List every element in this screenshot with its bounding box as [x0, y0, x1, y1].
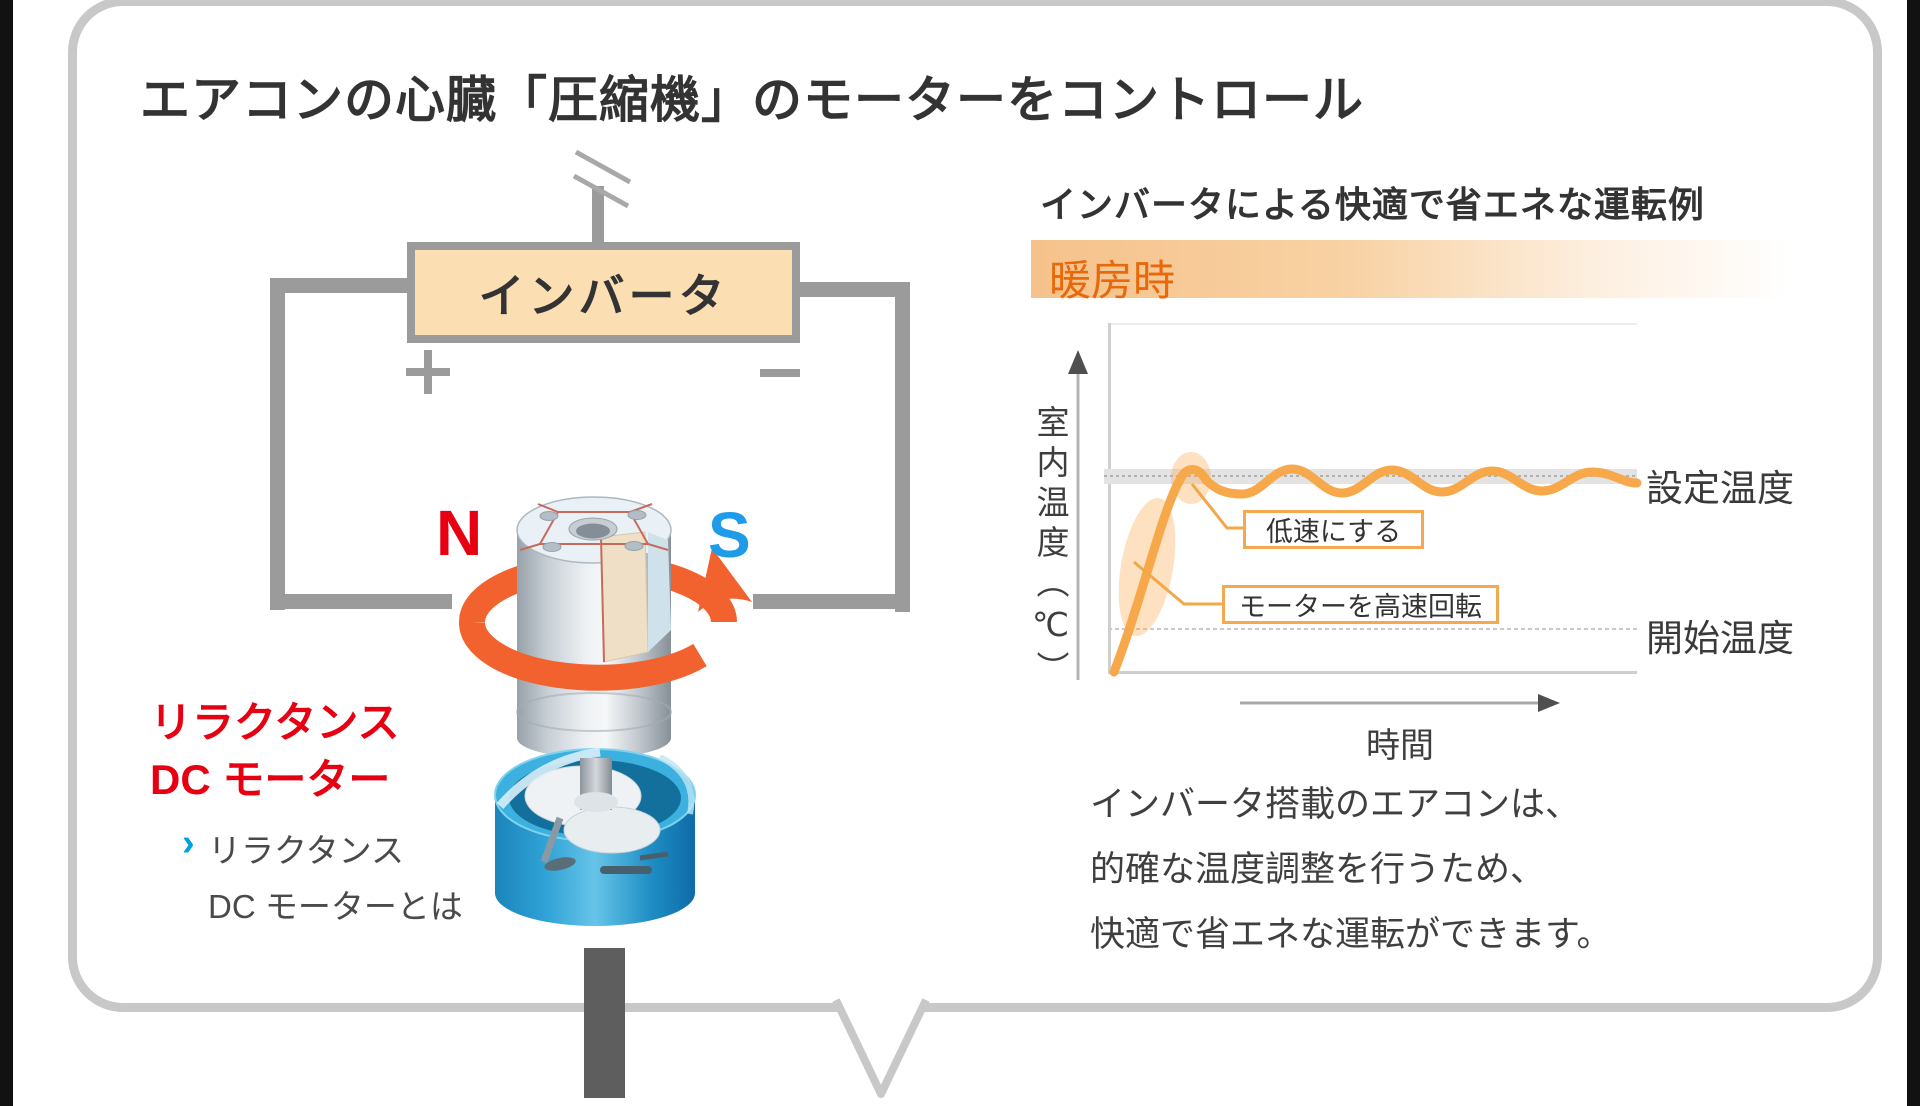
motor-name-line1: リラクタンス — [150, 699, 400, 746]
start-temp-label: 開始温度 — [1646, 618, 1794, 659]
inverter-label: インバータ — [478, 269, 729, 322]
speech-bubble-tail — [832, 998, 930, 1098]
chart-graphics — [1068, 323, 1642, 712]
right-edge-strip — [1907, 0, 1920, 1106]
speech-bubble — [68, 0, 1882, 1012]
heating-mode-bar: 暖房時 — [1031, 240, 1831, 304]
description-line1: インバータ搭載のエアコンは、 — [1090, 785, 1581, 824]
chart-header: インバータによる快適で省エネな運転例 — [1040, 184, 1705, 225]
circuit-wires — [270, 186, 910, 612]
callout-low-speed: 低速にする — [1243, 510, 1424, 549]
power-lead-stem — [592, 186, 604, 244]
compressor-illustration — [494, 747, 696, 926]
callout-high-speed: モーターを高速回転 — [1222, 585, 1499, 624]
chevron-right-icon: › — [182, 822, 195, 864]
x-axis-label: 時間 — [1366, 727, 1434, 765]
y-axis-label: 室内温度（℃） — [1032, 405, 1069, 691]
page-title: エアコンの心臓「圧縮機」のモーターをコントロール — [140, 72, 1364, 128]
chart-description: インバータ搭載のエアコンは、 的確な温度調整を行うため、 快適で省エネな運転がで… — [1090, 772, 1612, 967]
rotation-arrow-head — [698, 548, 752, 612]
pole-n-label: N — [436, 497, 483, 569]
temperature-curve — [1109, 464, 1642, 677]
plot-left-border — [1108, 323, 1111, 674]
rotation-arrow-front — [459, 621, 707, 691]
inverter-box: インバータ — [407, 242, 800, 343]
motor-name-line2: DC モーター — [150, 756, 391, 803]
description-line2: 的確な温度調整を行うため、 — [1090, 850, 1546, 889]
minus-symbol — [760, 369, 800, 377]
motor-illustration — [459, 496, 752, 1098]
plot-bottom-border — [1108, 671, 1637, 674]
drive-shaft-bar — [584, 948, 625, 1098]
x-axis-arrowhead — [1538, 694, 1560, 712]
motor-info-link-line1[interactable]: リラクタンス — [208, 832, 405, 869]
motor-info-link-line2[interactable]: DC モーターとは — [208, 888, 463, 925]
motor-name-label: リラクタンス DC モーター — [150, 694, 399, 808]
set-temp-label: 設定温度 — [1646, 468, 1794, 509]
callout-high-speed-text: モーターを高速回転 — [1239, 592, 1482, 622]
y-axis-arrowhead — [1068, 350, 1088, 374]
left-edge-strip — [0, 0, 13, 1106]
pole-s-label: S — [708, 499, 751, 571]
heating-mode-label: 暖房時 — [1049, 257, 1176, 304]
power-break-icon — [572, 149, 632, 209]
plus-symbol — [406, 350, 450, 394]
callout-low-speed-text: 低速にする — [1265, 517, 1402, 547]
description-line3: 快適で省エネな運転ができます。 — [1090, 915, 1612, 954]
